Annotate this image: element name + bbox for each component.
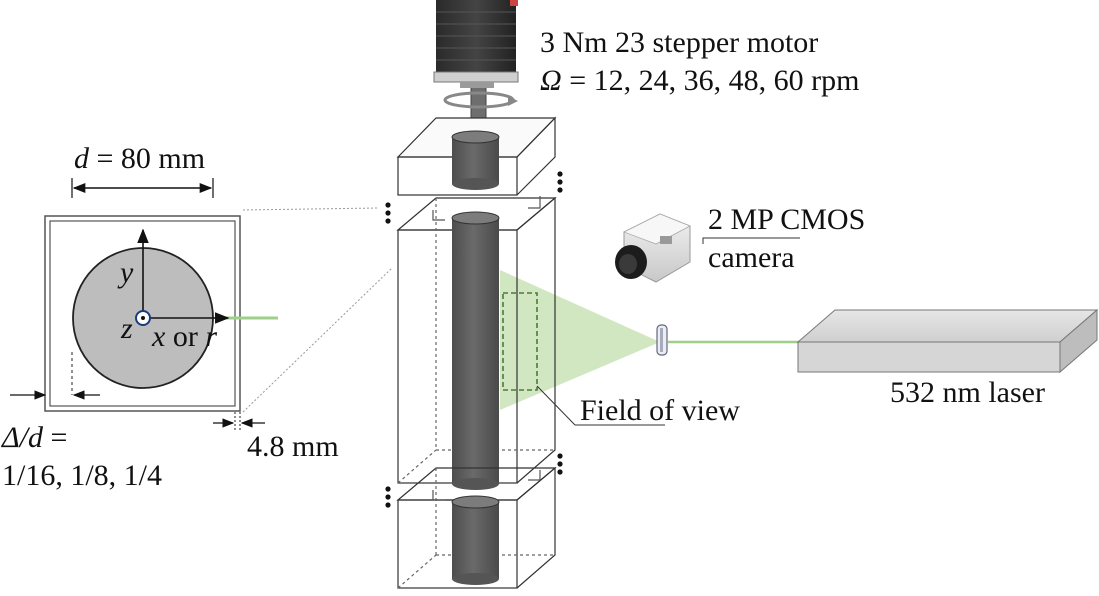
x-axis-label: x bbox=[152, 320, 166, 353]
camera-label-line2: camera bbox=[708, 241, 795, 274]
tank-inner-wall bbox=[49, 220, 236, 407]
connector-brackets bbox=[432, 196, 541, 501]
omega-symbol: Ω bbox=[540, 64, 562, 97]
x-or-r-label: x or r bbox=[152, 322, 217, 352]
diameter-symbol: d bbox=[74, 142, 89, 175]
field-of-view-label: Field of view bbox=[580, 394, 740, 427]
field-of-view-leader bbox=[536, 385, 665, 426]
diameter-value: = 80 mm bbox=[89, 142, 206, 175]
top-cylinder bbox=[451, 130, 500, 190]
main-cylinder bbox=[451, 211, 500, 490]
cylindrical-lens-icon bbox=[656, 324, 668, 356]
stepper-motor-icon bbox=[433, 0, 519, 88]
camera-label-line1: 2 MP CMOS bbox=[708, 203, 866, 236]
bottom-cylinder bbox=[451, 495, 500, 585]
field-of-view-box bbox=[502, 292, 538, 391]
cross-section-view bbox=[10, 178, 393, 430]
gap-ratio-label: Δ/d = bbox=[2, 423, 67, 453]
projection-line-top bbox=[242, 207, 379, 211]
y-axis-label: y bbox=[120, 256, 134, 289]
z-axis-dot bbox=[141, 316, 145, 320]
tank-assembly bbox=[385, 83, 665, 589]
projection-line-bottom bbox=[242, 267, 393, 413]
rotation-speed-label: Ω = 12, 24, 36, 48, 60 rpm bbox=[540, 66, 859, 96]
gap-ratio-symbol: Δ/d bbox=[2, 421, 43, 454]
motor-label: 3 Nm 23 stepper motor bbox=[540, 26, 819, 59]
gap-ratio-values: 1/16, 1/8, 1/4 bbox=[2, 459, 163, 492]
laser-device bbox=[796, 308, 1099, 374]
rotation-speed-values: = 12, 24, 36, 48, 60 rpm bbox=[561, 64, 860, 97]
camera-icon bbox=[615, 213, 691, 283]
light-sheet bbox=[500, 270, 660, 410]
or-text: or bbox=[165, 320, 206, 353]
z-axis-label: z bbox=[121, 312, 133, 345]
r-axis-label: r bbox=[205, 320, 218, 353]
diameter-label: d = 80 mm bbox=[74, 144, 205, 174]
laser-label: 532 nm laser bbox=[890, 376, 1045, 409]
continuation-dots bbox=[385, 171, 563, 508]
rotation-arrow-icon bbox=[443, 91, 518, 109]
wall-thickness-label: 4.8 mm bbox=[247, 430, 339, 463]
gap-ratio-eq: = bbox=[42, 421, 68, 454]
